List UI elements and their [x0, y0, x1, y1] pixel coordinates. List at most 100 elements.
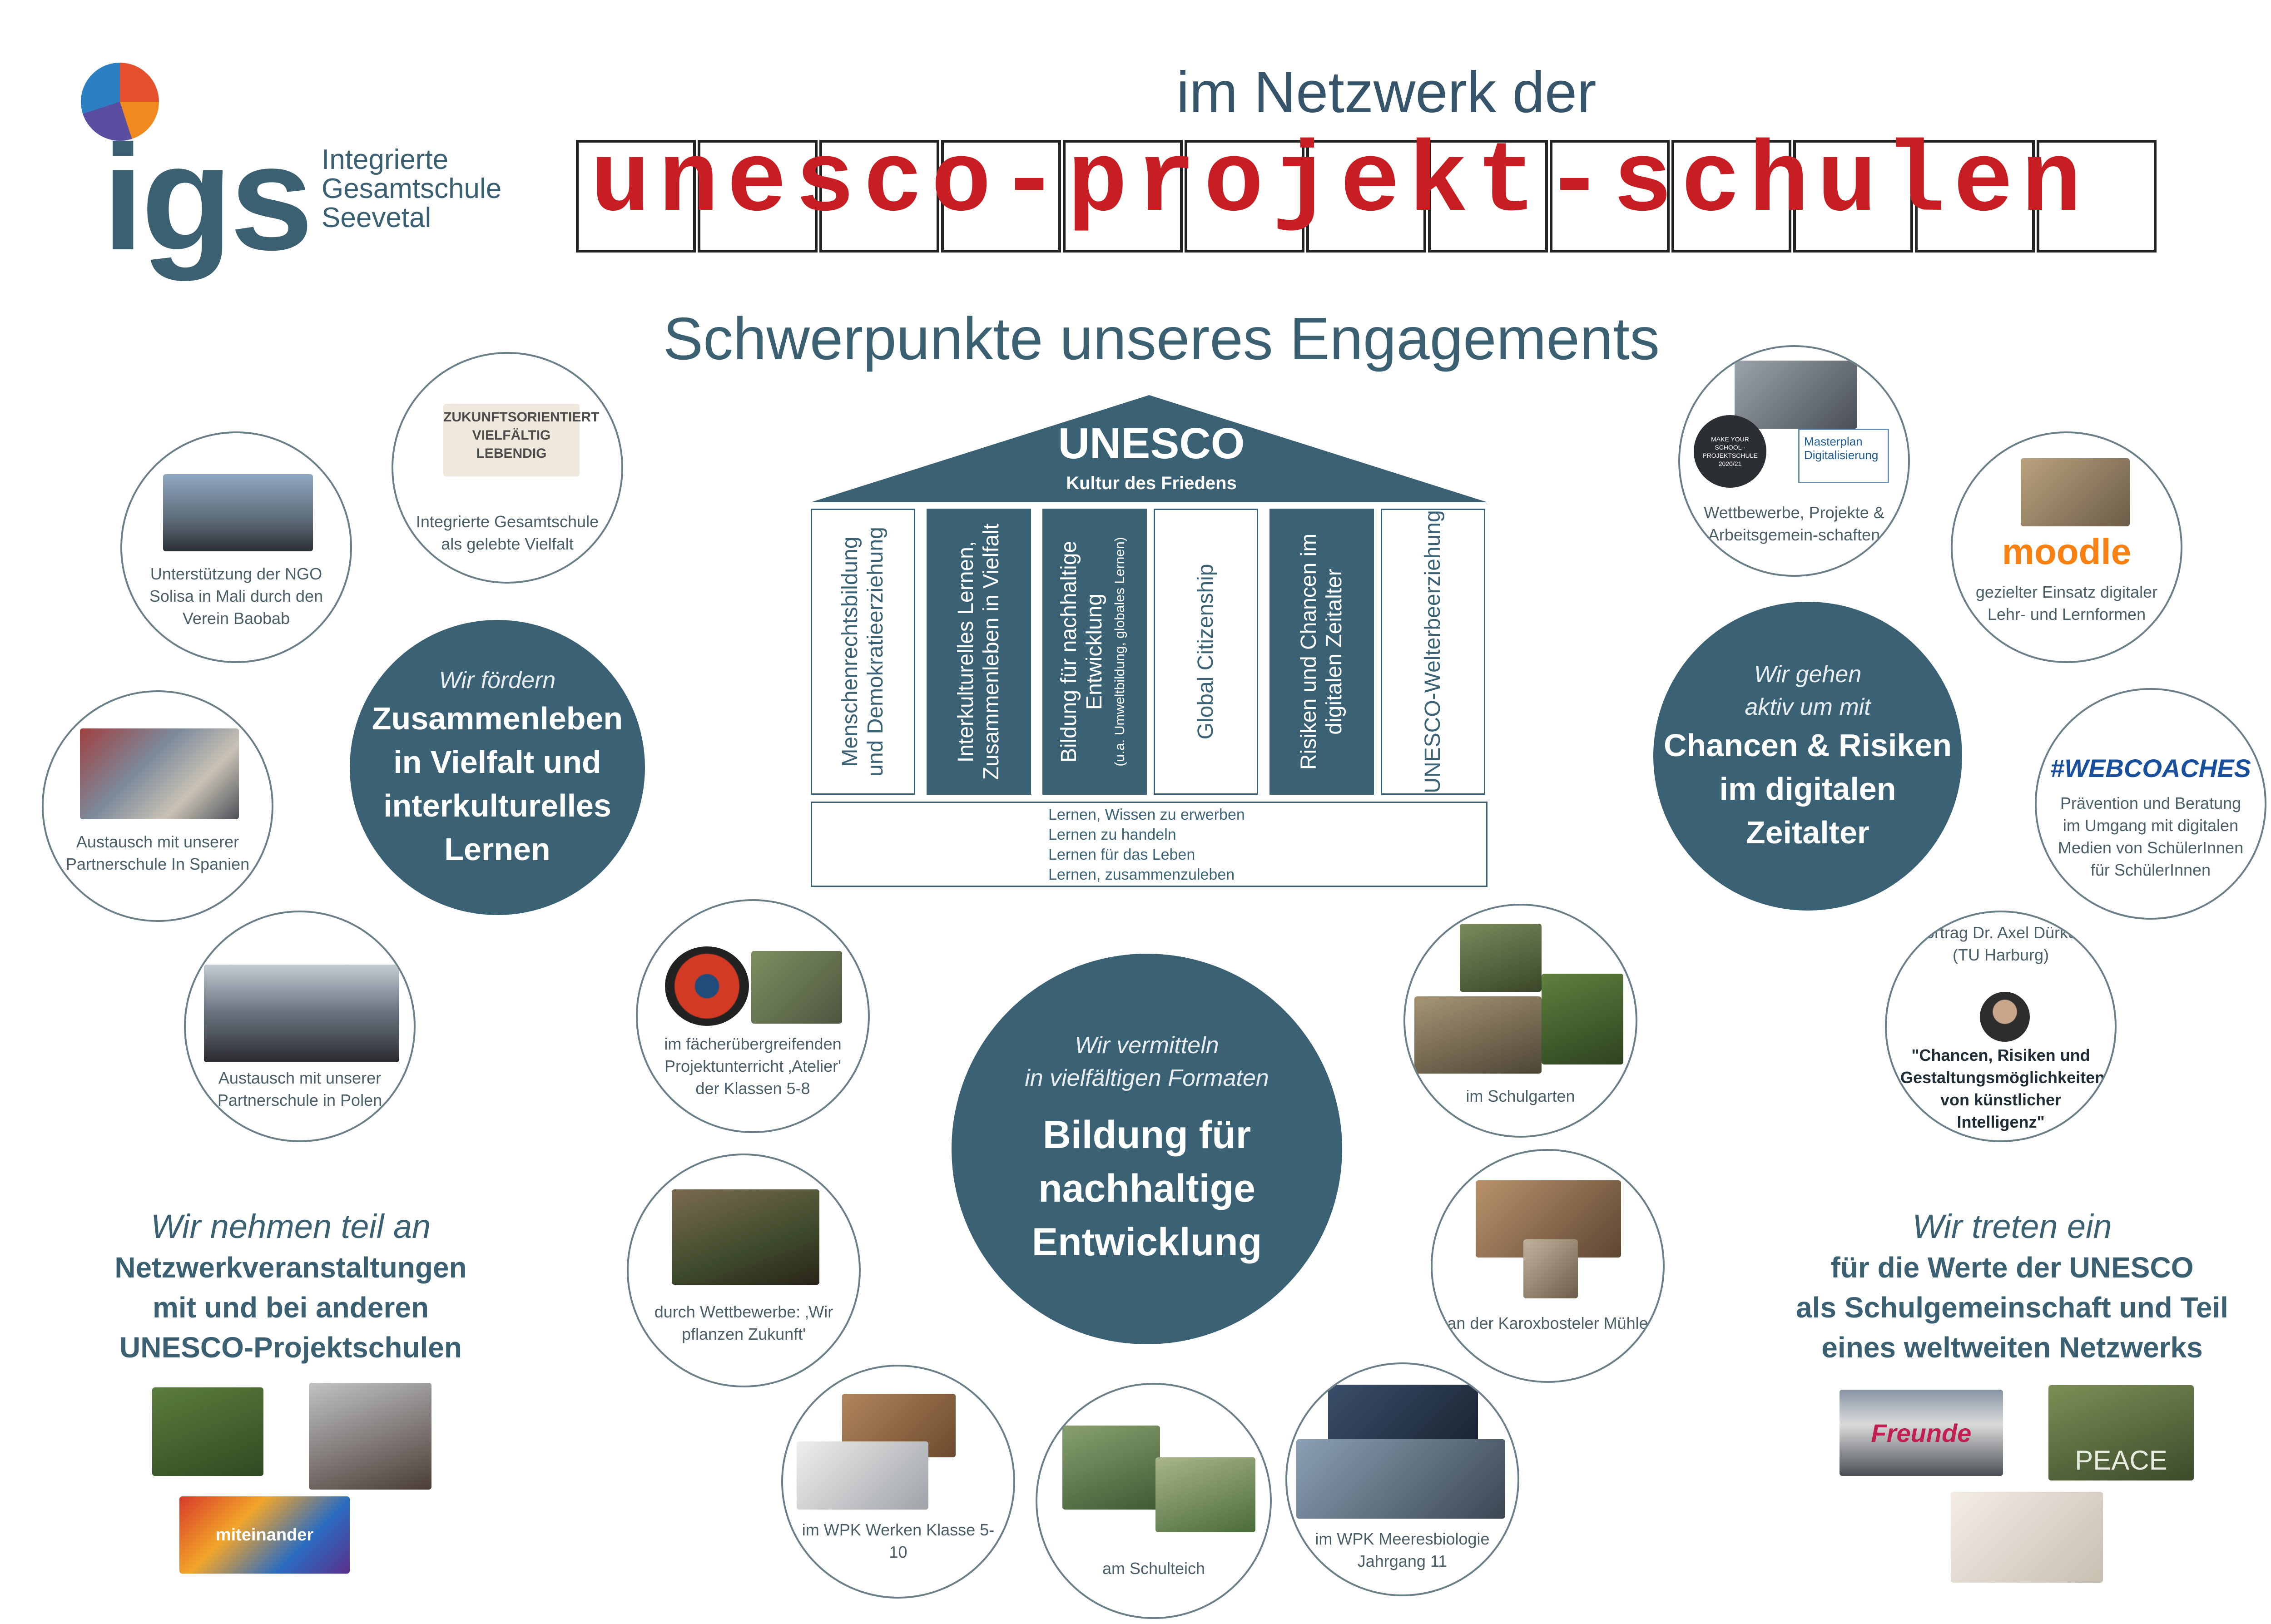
- base-line: Lernen für das Leben: [1048, 846, 1195, 863]
- atelier-photo-2: [751, 951, 842, 1024]
- right-intro-line: Wir gehen: [1754, 661, 1862, 688]
- circle-caption: im Schulgarten: [1466, 1087, 1575, 1105]
- circle-caption: Austausch mit unserer Partnerschule in P…: [217, 1069, 382, 1109]
- unesco-projekt-schulen-stamp: unesco-projekt-schulen: [590, 127, 2090, 240]
- logo-subtitle: Integrierte Gesamtschule Seevetal: [322, 145, 501, 233]
- stamp-box: [941, 140, 1061, 253]
- pillar-line: Entwicklung: [1082, 593, 1106, 710]
- circle-ngo-mali: Unterstützung der NGO Solisa in Mali dur…: [120, 431, 352, 663]
- make-your-school-badge: MAKE YOUR SCHOOL · PROJEKTSCHULE 2020/21: [1694, 415, 1766, 488]
- left-intro: Wir fördern: [439, 667, 556, 693]
- polen-photo: [204, 965, 399, 1062]
- pillar-digital: Risiken und Chancen im digitalen Zeitalt…: [1269, 509, 1374, 795]
- logo-sub-line: Seevetal: [322, 202, 431, 233]
- base-line: Lernen, Wissen zu erwerben: [1048, 806, 1245, 823]
- pillar-line: Interkulturelles Lernen,: [954, 540, 978, 763]
- center-intro-line: Wir vermitteln: [1075, 1032, 1219, 1059]
- left-heading-line: Lernen: [444, 832, 550, 867]
- base-line: Lernen zu handeln: [1048, 826, 1176, 843]
- teich-photo-2: [1155, 1457, 1255, 1532]
- circle-caption: an der Karoxbosteler Mühle: [1447, 1314, 1648, 1332]
- pillar-line: und Demokratieerziehung: [863, 527, 888, 777]
- circle-spanien: Austausch mit unserer Partnerschule In S…: [42, 690, 273, 922]
- center-intro-line: in vielfältigen Formaten: [1025, 1065, 1269, 1091]
- pillar-welterbe: UNESCO-Welterbeerziehung: [1381, 509, 1485, 795]
- circle-wettbewerbe: MAKE YOUR SCHOOL · PROJEKTSCHULE 2020/21…: [1678, 345, 1910, 577]
- stamp-box: [1428, 140, 1548, 253]
- circle-moodle: moodle gezielter Einsatz digitaler Lehr-…: [1951, 431, 2182, 663]
- network-photo-1: [152, 1387, 263, 1476]
- stamp-box: [819, 140, 939, 253]
- left-heading-line: Zusammenleben: [372, 701, 623, 736]
- pillar-line: Zusammenleben in Vielfalt: [979, 523, 1003, 780]
- logo-word: igs: [102, 114, 313, 281]
- pillar-line: Menschenrechtsbildung: [838, 536, 862, 767]
- mali-photo: [163, 474, 313, 551]
- stamp-boxes: [576, 140, 2158, 253]
- pillar-menschenrechte: Menschenrechtsbildung und Demokratieerzi…: [811, 509, 915, 795]
- bottom-left-line: UNESCO-Projektschulen: [119, 1331, 462, 1364]
- section-title: Schwerpunkte unseres Engagements: [663, 305, 1660, 372]
- circle-schulteich: am Schulteich: [1036, 1383, 1272, 1619]
- stamp-box: [698, 140, 818, 253]
- logo-sub-line: Gesamtschule: [322, 173, 502, 204]
- bottom-right-intro: Wir treten ein: [1912, 1208, 2112, 1245]
- vortrag-quote: "Chancen, Risiken und Gestaltungsmöglich…: [1900, 1046, 2105, 1131]
- network-title: im Netzwerk der: [1176, 60, 1597, 125]
- stamp-box: [1671, 140, 1791, 253]
- circle-caption: im WPK Werken Klasse 5-10: [802, 1520, 995, 1561]
- bottom-left-line: Netzwerkveranstaltungen: [114, 1251, 467, 1284]
- pillar-line: Global Citizenship: [1194, 564, 1218, 740]
- peace-photo: PEACE: [2048, 1385, 2194, 1480]
- bottom-right-text: Wir treten ein für die Werte der UNESCO …: [1780, 1206, 2244, 1367]
- circle-caption: Unterstützung der NGO Solisa in Mali dur…: [149, 564, 323, 628]
- circle-wpk-werken: im WPK Werken Klasse 5-10: [781, 1365, 1015, 1599]
- left-focus-circle: Wir fördern Zusammenleben in Vielfalt un…: [350, 620, 645, 915]
- temple-roof-subtitle: Kultur des Friedens: [1066, 473, 1237, 493]
- stamp-box: [1915, 140, 2035, 253]
- garten-photo-2: [1414, 996, 1542, 1074]
- network-photo-2: [309, 1383, 431, 1490]
- atelier-photo-1: [665, 946, 749, 1026]
- bottom-right-line: eines weltweiten Netzwerks: [1821, 1331, 2203, 1364]
- temple-roof: [811, 395, 1488, 502]
- freunde-banner-photo: Freunde: [1840, 1390, 2003, 1476]
- meeresbiologie-photo-2: [1296, 1439, 1505, 1519]
- circle-caption: Integrierte Gesamtschule als gelebte Vie…: [416, 512, 599, 553]
- stamp-box: [1185, 140, 1304, 253]
- right-focus-circle: Wir gehen aktiv um mit Chancen & Risiken…: [1653, 602, 1962, 911]
- circle-polen: Austausch mit unserer Partnerschule in P…: [184, 911, 416, 1142]
- miteinander-banner: miteinander: [179, 1496, 350, 1574]
- vielfalt-banner-photo: ZUKUNFTSORIENTIERT VIELFÄLTIG LEBENDIG: [443, 404, 599, 476]
- puzzle-globe-icon: [81, 63, 159, 141]
- bottom-left-line: mit und bei anderen: [152, 1291, 429, 1324]
- right-heading-line: Chancen & Risiken: [1663, 728, 1952, 763]
- garten-photo-3: [1542, 974, 1623, 1065]
- right-heading-line: im digitalen: [1719, 771, 1896, 807]
- logo-sub-line: Integrierte: [322, 144, 449, 175]
- circle-schulgarten: im Schulgarten: [1403, 904, 1637, 1138]
- stamp-box: [2037, 140, 2157, 253]
- center-focus-circle: Wir vermitteln in vielfältigen Formaten …: [952, 954, 1342, 1344]
- stamp-box: [1063, 140, 1183, 253]
- werken-photo-2: [797, 1441, 928, 1510]
- pillar-small-line: (u.a. Umweltbildung, globales Lernen): [1112, 537, 1127, 767]
- pillar-line: UNESCO-Welterbeerziehung: [1421, 510, 1445, 793]
- webcoaches-logo: #WEBCOACHES: [2050, 754, 2251, 782]
- pillar-global-citizenship: Global Citizenship: [1154, 509, 1258, 795]
- pillar-line: Bildung für nachhaltige: [1057, 540, 1081, 763]
- stamp-box: [1306, 140, 1426, 253]
- dove-photo: [1951, 1492, 2103, 1583]
- stamp-box: [1793, 140, 1913, 253]
- circle-wir-pflanzen: durch Wettbewerbe: ‚Wir pflanzen Zukunft…: [627, 1154, 861, 1387]
- circle-gelebte-vielfalt: ZUKUNFTSORIENTIERT VIELFÄLTIG LEBENDIG I…: [392, 352, 623, 584]
- moodle-logo: moodle: [2002, 531, 2132, 572]
- circle-meeresbiologie: im WPK Meeresbiologie Jahrgang 11: [1285, 1362, 1519, 1596]
- tablet-photo: [2021, 458, 2130, 526]
- temple-base: Lernen, Wissen zu erwerben Lernen zu han…: [811, 802, 1488, 887]
- pflanzen-photo: [672, 1189, 819, 1285]
- circle-vortrag: Vortrag Dr. Axel Dürkop (TU Harburg) "Ch…: [1885, 911, 2117, 1142]
- left-heading-line: in Vielfalt und: [393, 744, 601, 780]
- bottom-left-text: Wir nehmen teil an Netzwerkveranstaltung…: [82, 1206, 500, 1367]
- circle-caption: im WPK Meeresbiologie Jahrgang 11: [1315, 1530, 1490, 1570]
